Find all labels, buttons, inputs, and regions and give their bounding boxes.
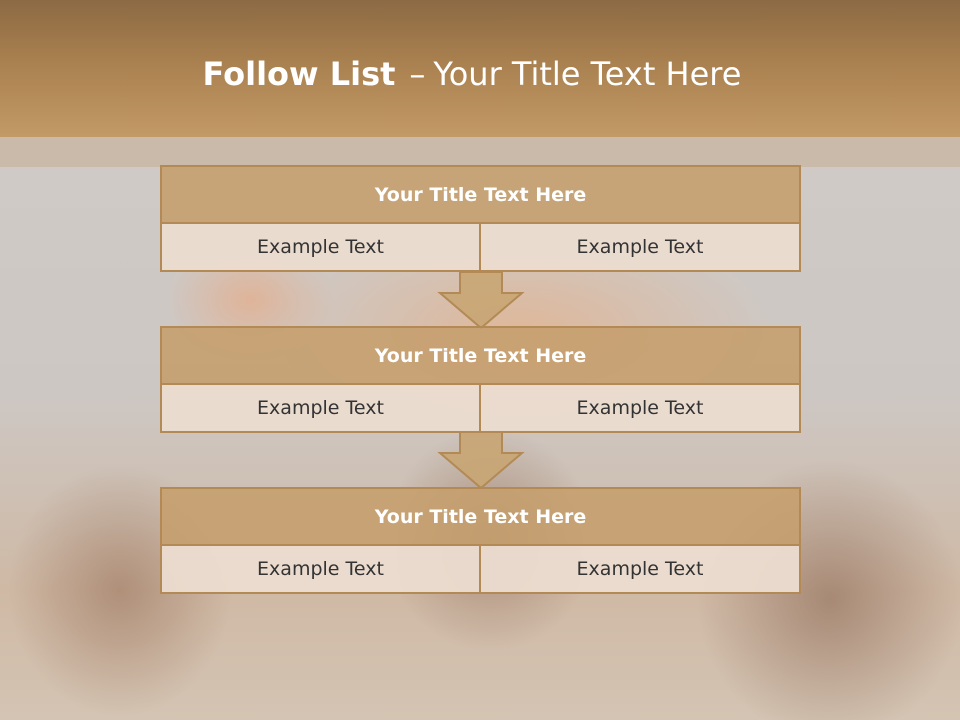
slide-title-separator: – bbox=[409, 55, 426, 93]
step-cell-left: Example Text bbox=[160, 222, 481, 272]
step-cell-right: Example Text bbox=[479, 383, 801, 433]
down-arrow-icon bbox=[437, 271, 525, 330]
slide-title: Follow List–Your Title Text Here bbox=[0, 52, 944, 96]
step-cell-left: Example Text bbox=[160, 383, 481, 433]
title-bar-band bbox=[0, 137, 960, 167]
step-block-1: Your Title Text Here Example Text Exampl… bbox=[160, 165, 801, 272]
down-arrow-icon bbox=[437, 431, 525, 490]
step-cell-right: Example Text bbox=[479, 222, 801, 272]
step-title: Your Title Text Here bbox=[160, 487, 801, 546]
slide-title-bold: Follow List bbox=[202, 55, 396, 93]
title-bar bbox=[0, 0, 960, 137]
step-block-2: Your Title Text Here Example Text Exampl… bbox=[160, 326, 801, 433]
step-title: Your Title Text Here bbox=[160, 165, 801, 224]
step-block-3: Your Title Text Here Example Text Exampl… bbox=[160, 487, 801, 594]
step-title: Your Title Text Here bbox=[160, 326, 801, 385]
step-cell-right: Example Text bbox=[479, 544, 801, 594]
slide-title-text: Your Title Text Here bbox=[433, 55, 742, 93]
step-cell-left: Example Text bbox=[160, 544, 481, 594]
